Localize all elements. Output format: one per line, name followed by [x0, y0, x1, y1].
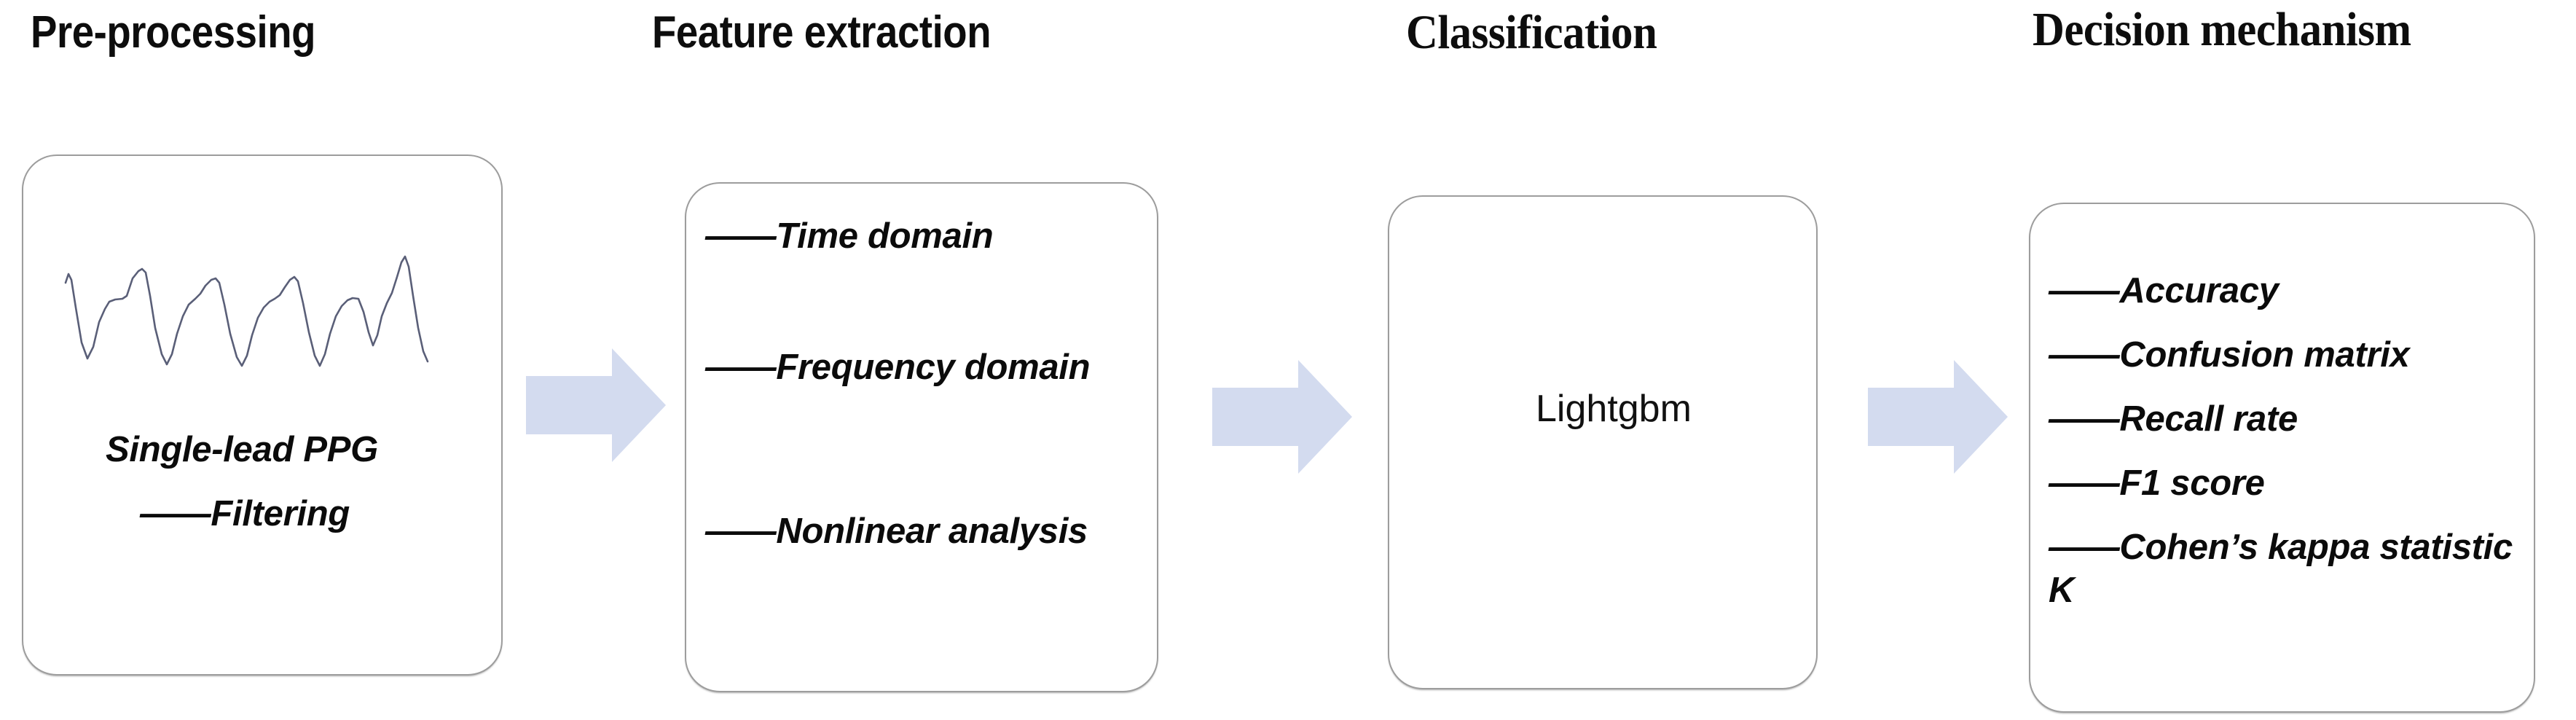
feature-item-nonlinear-analysis: ——Nonlinear analysis [705, 512, 1088, 551]
stage-heading-classification: Classification [1406, 6, 1657, 59]
decision-item-cohens-kappa: ——Cohen’s kappa statistic K [2049, 528, 2513, 610]
stage-heading-pre-processing: Pre-processing [31, 7, 316, 58]
decision-item-confusion-matrix: ——Confusion matrix [2049, 335, 2410, 375]
stage-box-decision-mechanism [2029, 203, 2535, 713]
decision-item-accuracy: ——Accuracy [2049, 271, 2279, 310]
stage-box-classification [1388, 195, 1818, 689]
ppg-waveform-icon [60, 226, 431, 372]
stage-box-feature-extraction [685, 182, 1158, 692]
decision-item-f1-score: ——F1 score [2049, 463, 2265, 503]
feature-item-time-domain: ——Time domain [705, 216, 994, 256]
stage-box-pre-processing [22, 154, 503, 676]
pre-processing-signal-caption: Single-lead PPG [106, 430, 378, 469]
feature-item-frequency-domain: ——Frequency domain [705, 348, 1091, 387]
pre-processing-step-filtering: ——Filtering [140, 494, 350, 533]
stage-heading-decision-mechanism: Decision mechanism [2033, 3, 2411, 56]
stage-heading-feature-extraction: Feature extraction [652, 7, 991, 58]
decision-item-recall-rate: ——Recall rate [2049, 399, 2298, 439]
arrow-preprocessing-to-feature-extraction-icon [523, 347, 669, 463]
arrow-feature-extraction-to-classification-icon [1209, 359, 1355, 475]
classification-model-label: Lightgbm [1536, 388, 1692, 430]
arrow-classification-to-decision-icon [1865, 359, 2011, 475]
